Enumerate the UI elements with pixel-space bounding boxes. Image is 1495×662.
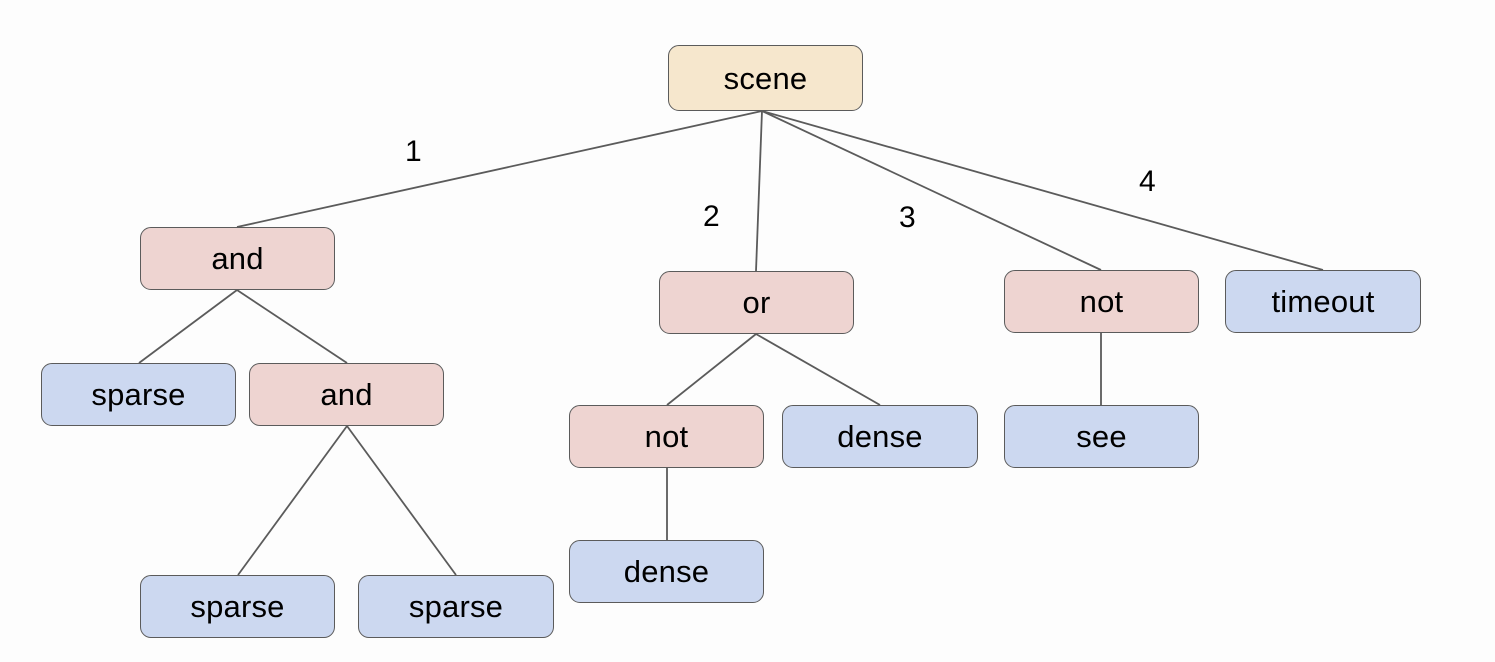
tree-node-label: see xyxy=(1076,419,1127,454)
tree-node-not_dense[interactable]: not xyxy=(569,405,764,468)
tree-node-label: not xyxy=(1079,284,1124,319)
tree-node-sparse3[interactable]: sparse xyxy=(358,575,554,638)
tree-node-label: or xyxy=(742,285,771,320)
edge-label-4: 4 xyxy=(1139,165,1156,198)
tree-node-timeout[interactable]: timeout xyxy=(1225,270,1421,333)
tree-edge-or1-to-dense1 xyxy=(755,333,881,406)
tree-node-label: and xyxy=(320,377,373,412)
tree-node-dense2[interactable]: dense xyxy=(569,540,764,603)
tree-node-label: and xyxy=(211,241,264,276)
tree-node-sparse1[interactable]: sparse xyxy=(41,363,236,426)
edge-label-3: 3 xyxy=(899,201,916,234)
tree-node-dense1[interactable]: dense xyxy=(782,405,978,468)
tree-edge-scene-to-not_see xyxy=(761,110,1102,271)
edge-label-2: 2 xyxy=(703,200,720,233)
tree-edge-and2-to-sparse2 xyxy=(237,425,348,576)
tree-edge-and1-to-sparse1 xyxy=(138,289,238,364)
tree-node-label: sparse xyxy=(190,589,285,624)
tree-node-label: scene xyxy=(723,60,808,96)
tree-edge-and2-to-sparse3 xyxy=(346,425,457,576)
tree-node-or1[interactable]: or xyxy=(659,271,854,334)
tree-node-label: sparse xyxy=(91,377,186,412)
tree-node-label: sparse xyxy=(408,589,504,624)
tree-edge-scene-to-and1 xyxy=(236,110,763,228)
tree-node-and1[interactable]: and xyxy=(140,227,335,290)
tree-edge-scene-to-timeout xyxy=(761,110,1324,271)
tree-edge-or1-to-not_dense xyxy=(666,333,757,406)
tree-node-sparse2[interactable]: sparse xyxy=(140,575,335,638)
tree-node-scene[interactable]: scene xyxy=(668,45,863,111)
tree-node-label: not xyxy=(644,419,689,454)
tree-node-see[interactable]: see xyxy=(1004,405,1199,468)
tree-node-label: dense xyxy=(837,419,923,454)
tree-node-and2[interactable]: and xyxy=(249,363,444,426)
tree-node-not_see[interactable]: not xyxy=(1004,270,1199,333)
tree-edge-and1-to-and2 xyxy=(236,289,348,364)
tree-node-label: timeout xyxy=(1271,284,1375,319)
tree-node-label: dense xyxy=(623,554,710,589)
edge-label-1: 1 xyxy=(405,135,422,168)
tree-edge-scene-to-or1 xyxy=(755,110,763,272)
